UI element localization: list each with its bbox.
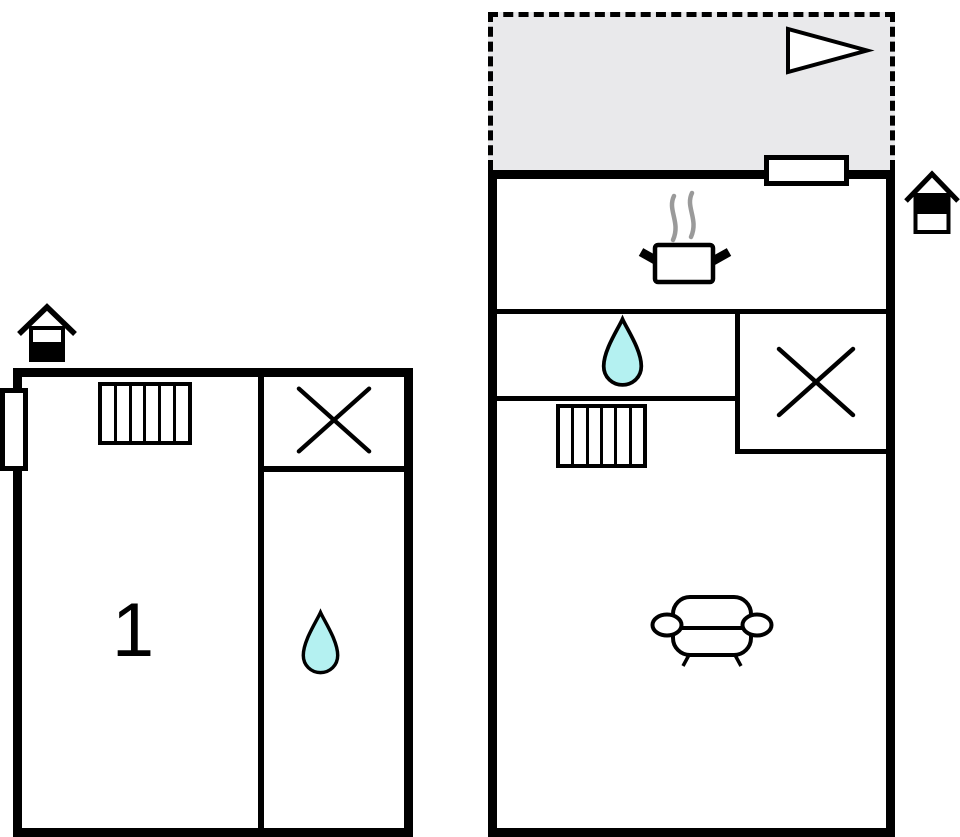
radiator-cell xyxy=(161,386,177,441)
entrance-opening xyxy=(764,155,849,186)
radiator-cell xyxy=(146,386,162,441)
left-partition-wall xyxy=(258,376,264,831)
radiator-cell xyxy=(617,408,632,464)
water-drop-icon xyxy=(301,608,340,675)
water-drop-icon xyxy=(601,314,644,387)
xroom-bottom-wall xyxy=(735,449,886,454)
radiator-cell xyxy=(574,408,589,464)
building-left-outline xyxy=(13,368,413,837)
radiator-cell xyxy=(603,408,618,464)
pot-body xyxy=(652,242,716,285)
window-opening xyxy=(0,388,28,471)
room-number-label: 1 xyxy=(111,588,155,673)
radiator-cell xyxy=(632,408,643,464)
xroom-partition-wall xyxy=(735,309,740,454)
sofa-icon xyxy=(650,595,774,667)
left-xroom-bottom-wall xyxy=(264,466,404,472)
radiator-cell xyxy=(589,408,603,464)
steam-icon xyxy=(669,193,678,243)
house-level-icon xyxy=(904,170,960,234)
radiator-cell xyxy=(117,386,132,441)
house-level-icon xyxy=(17,303,77,362)
radiator-cell xyxy=(176,386,188,441)
pot-handle xyxy=(710,248,732,265)
bath-divider-wall xyxy=(497,396,740,401)
x-marker-icon xyxy=(296,386,372,454)
stove-pot-icon xyxy=(638,190,732,285)
radiator-icon xyxy=(556,404,647,468)
kitchen-divider-wall xyxy=(497,309,886,314)
x-marker-icon xyxy=(776,346,856,418)
radiator-cell xyxy=(560,408,575,464)
direction-arrow-icon xyxy=(786,26,875,75)
radiator-icon xyxy=(98,382,192,445)
radiator-cell xyxy=(132,386,147,441)
steam-icon xyxy=(687,190,696,240)
radiator-cell xyxy=(102,386,117,441)
